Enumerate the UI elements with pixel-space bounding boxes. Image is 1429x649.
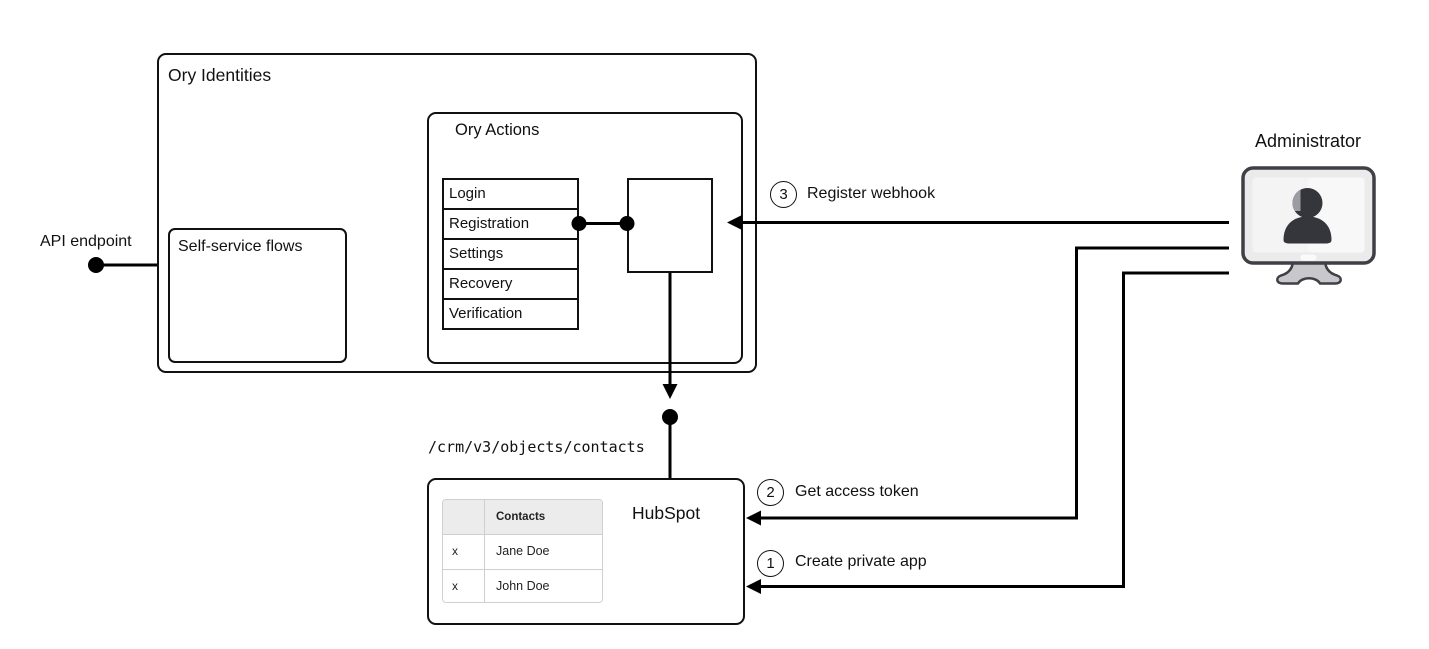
flow-row-verification: Verification	[444, 300, 577, 328]
step-3-label: Register webhook	[807, 185, 936, 202]
contacts-table-row: x Jane Doe	[443, 535, 602, 570]
api-endpoint-label: API endpoint	[40, 233, 132, 250]
flow-row-recovery: Recovery	[444, 270, 577, 300]
ory-actions-title: Ory Actions	[455, 121, 540, 139]
contact-name: Jane Doe	[496, 544, 550, 558]
webhook-action-box	[627, 178, 713, 273]
contact-name: John Doe	[496, 579, 550, 593]
monitor-stand	[1276, 258, 1342, 285]
arrowhead-down-icon	[662, 384, 678, 399]
ory-identities-title: Ory Identities	[168, 65, 272, 85]
monitor-screen	[1252, 177, 1365, 253]
administrator-monitor-icon	[1241, 166, 1376, 285]
contacts-table: Contacts x Jane Doe x John Doe	[442, 499, 603, 603]
flow-list: Login Registration Settings Recovery Ver…	[442, 178, 579, 330]
user-silhouette-icon	[1283, 188, 1332, 244]
contact-mark: x	[443, 535, 485, 569]
contact-mark: x	[443, 570, 485, 602]
register-webhook-arrow	[727, 215, 1229, 230]
step-1-label: Create private app	[795, 553, 927, 570]
self-service-flows-box	[168, 228, 347, 363]
contacts-header-label: Contacts	[496, 511, 546, 523]
contacts-table-row: x John Doe	[443, 570, 602, 602]
monitor-screen-highlight	[1308, 177, 1365, 253]
self-service-flows-label: Self-service flows	[178, 238, 303, 255]
contacts-header-empty-cell	[443, 500, 485, 534]
flow-row-registration: Registration	[444, 210, 577, 240]
administrator-label: Administrator	[1254, 131, 1362, 151]
connector-dot	[662, 409, 678, 425]
step-3-badge: 3	[770, 181, 797, 208]
api-endpoint-connector	[88, 257, 157, 273]
monitor-frame	[1241, 166, 1376, 265]
crm-endpoint-path: /crm/v3/objects/contacts	[428, 438, 645, 456]
arrowhead-left-icon	[746, 510, 761, 526]
monitor-button	[1300, 254, 1317, 261]
step-1-badge: 1	[757, 550, 784, 577]
hubspot-title: HubSpot	[632, 503, 701, 523]
create-private-app-arrow	[746, 271, 1229, 594]
connector-dot	[88, 257, 104, 273]
arrowhead-left-icon	[746, 579, 761, 594]
contacts-table-header-row: Contacts	[443, 500, 602, 535]
step-2-label: Get access token	[795, 483, 919, 500]
flow-row-login: Login	[444, 180, 577, 210]
flow-row-settings: Settings	[444, 240, 577, 270]
step-2-badge: 2	[757, 479, 784, 506]
